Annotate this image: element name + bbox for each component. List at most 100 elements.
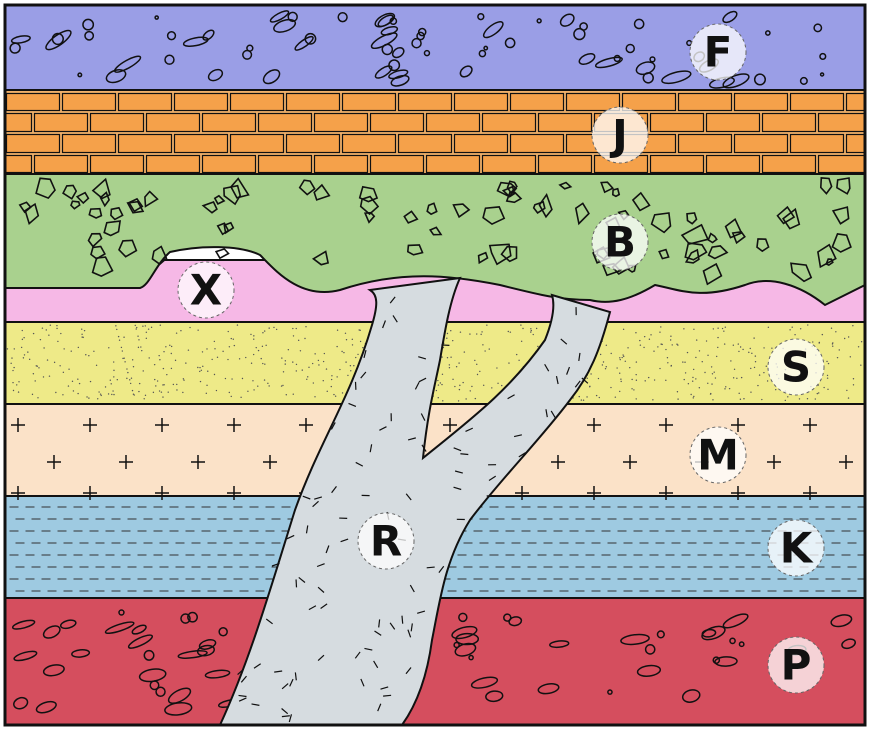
sand-dot (677, 398, 679, 400)
sand-dot (847, 397, 850, 399)
intrusion-dash (513, 434, 523, 438)
pebble-mark (738, 641, 745, 648)
sand-dot (113, 376, 115, 378)
sand-dot (18, 381, 20, 383)
sand-dot (838, 349, 840, 351)
pebble-mark (536, 18, 542, 24)
sand-dot (301, 369, 303, 371)
intrusion-dash (414, 382, 420, 390)
sand-dot (358, 329, 360, 331)
sand-dot (341, 392, 344, 394)
pebble-mark (701, 625, 726, 641)
sand-dot (623, 355, 625, 358)
sand-dot (450, 329, 452, 332)
pebble-mark (573, 27, 586, 41)
sand-dot (281, 357, 283, 359)
sand-dot (610, 386, 612, 389)
sand-dot (816, 392, 819, 395)
brick (789, 92, 845, 112)
sand-dot (639, 339, 641, 342)
sand-dot (236, 324, 239, 326)
pebble-mark (149, 680, 160, 691)
brick (201, 112, 257, 133)
sand-dot (616, 367, 618, 369)
pebble-mark (196, 644, 215, 657)
sand-dot (486, 324, 488, 326)
sand-dot (334, 395, 337, 397)
sand-dot (766, 380, 769, 382)
sand-dot (56, 324, 58, 327)
sand-dot (665, 348, 667, 351)
sand-dot (692, 397, 694, 399)
sand-dot (158, 354, 160, 357)
brick (621, 92, 677, 112)
rock-fragment (126, 200, 145, 214)
sand-dot (187, 349, 190, 351)
pebble-mark (77, 72, 83, 78)
sand-dot (459, 331, 462, 333)
sand-dot (312, 382, 315, 384)
sand-dot (349, 365, 352, 367)
intrusion-dash (581, 377, 589, 384)
sand-dot (691, 380, 694, 382)
label-K: K (767, 519, 825, 577)
sand-dot (622, 328, 625, 331)
pebble-mark (35, 700, 57, 714)
sand-dot (323, 352, 326, 355)
sand-dot (263, 330, 266, 332)
sand-dot (141, 349, 143, 352)
intrusion-dash (453, 486, 462, 491)
sand-dot (698, 350, 701, 352)
sand-dot (748, 351, 750, 354)
sand-dot (156, 380, 159, 382)
sand-dot (143, 398, 145, 400)
rock-fragment (103, 220, 122, 237)
intrusion-dash (382, 320, 387, 329)
brick (537, 112, 593, 133)
sand-dot (81, 336, 83, 338)
brick (117, 92, 173, 112)
sand-dot (665, 379, 667, 382)
sand-dot (437, 397, 439, 399)
sand-dot (441, 373, 444, 375)
sand-dot (620, 380, 622, 383)
pebble-mark (799, 76, 808, 85)
sand-dot (683, 328, 685, 330)
sand-dot (136, 326, 138, 329)
sand-dot (200, 369, 203, 371)
brick (117, 133, 173, 154)
sand-dot (595, 394, 598, 397)
sand-dot (818, 341, 821, 344)
sand-dot (131, 389, 134, 392)
brick (173, 133, 229, 154)
sand-dot (826, 377, 829, 379)
sand-dot (750, 367, 752, 370)
intrusion-dash (379, 426, 387, 431)
brick (845, 92, 865, 112)
sand-dot (601, 364, 604, 366)
sand-dot (228, 346, 231, 348)
brick (257, 112, 313, 133)
sand-dot (129, 379, 131, 381)
intrusion-dash (460, 453, 469, 456)
brick (481, 112, 537, 133)
sand-dot (67, 385, 70, 387)
sand-dot (295, 370, 297, 372)
intrusion-dash (410, 623, 413, 632)
sand-dot (27, 351, 29, 353)
sand-dot (761, 398, 763, 401)
sand-dot (263, 379, 266, 381)
sand-dot (311, 362, 314, 365)
brick (733, 133, 789, 154)
sand-dot (253, 389, 255, 391)
sand-dot (137, 335, 139, 337)
sand-dot (633, 389, 635, 391)
sand-dot (458, 362, 460, 364)
brick (5, 133, 61, 154)
sand-dot (620, 378, 622, 380)
intrusion-dash (325, 545, 330, 554)
pebble-mark (416, 31, 425, 41)
sand-dot (532, 333, 534, 336)
sand-dot (336, 376, 338, 378)
sand-dot (666, 357, 669, 359)
